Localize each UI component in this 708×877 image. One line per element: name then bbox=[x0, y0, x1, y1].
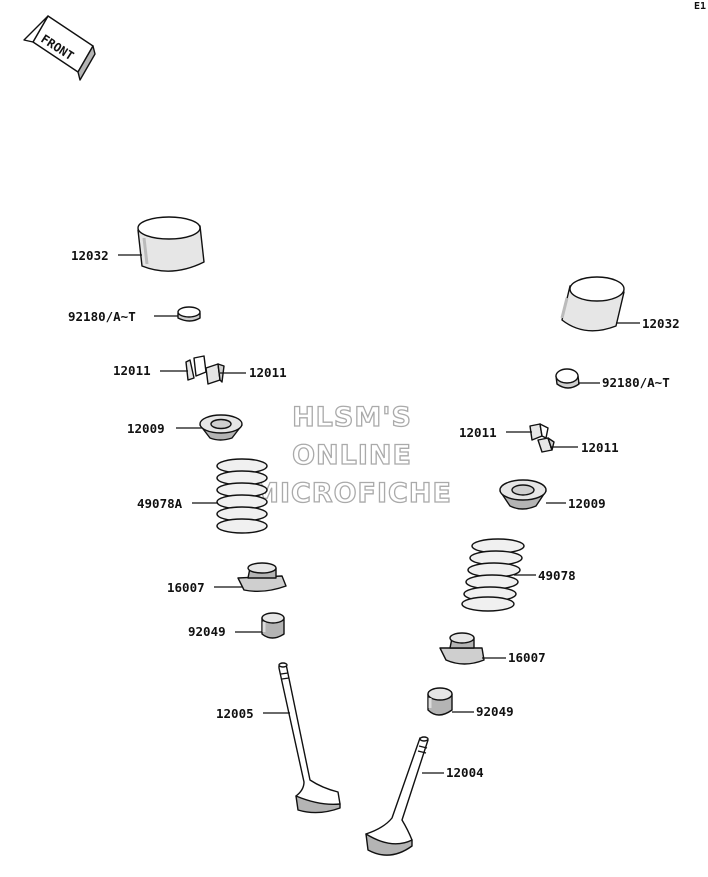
callout-seal-right: 92049 bbox=[476, 704, 514, 719]
callout-seal-left: 92049 bbox=[188, 624, 226, 639]
shim-right bbox=[555, 368, 580, 389]
callout-retainer-right: 12009 bbox=[568, 496, 606, 511]
stem-seal-left bbox=[261, 612, 285, 639]
exhaust-valve bbox=[278, 662, 341, 814]
callout-tappet-right: 12032 bbox=[642, 316, 680, 331]
callout-spring-right: 49078 bbox=[538, 568, 576, 583]
callout-keeper-right-b: 12011 bbox=[581, 440, 619, 455]
shim-left bbox=[177, 306, 201, 322]
callout-retainer-left: 12009 bbox=[127, 421, 165, 436]
watermark-line-3: MICROFICHE bbox=[252, 478, 452, 509]
valve-keepers-left bbox=[185, 355, 225, 385]
callout-keeper-left-a: 12011 bbox=[113, 363, 151, 378]
callout-shim-right: 92180/A~T bbox=[602, 375, 670, 390]
callout-keeper-right-a: 12011 bbox=[459, 425, 497, 440]
spring-retainer-left bbox=[199, 414, 243, 441]
spring-seat-left bbox=[237, 562, 287, 593]
callout-seat-right: 16007 bbox=[508, 650, 546, 665]
stem-seal-right bbox=[427, 687, 453, 716]
intake-valve bbox=[365, 736, 429, 856]
callout-spring-left: 49078A bbox=[137, 496, 183, 511]
valve-spring-left bbox=[216, 458, 268, 534]
valve-tappet-right bbox=[560, 276, 625, 332]
watermark: HLSM'S ONLINE MICROFICHE bbox=[251, 401, 452, 509]
valve-tappet-left bbox=[137, 216, 205, 272]
spring-seat-right bbox=[439, 632, 485, 665]
front-arrow-icon: FRONT bbox=[23, 15, 96, 81]
watermark-line-1: HLSM'S bbox=[292, 402, 412, 433]
leader-lines bbox=[118, 254, 640, 774]
watermark-line-2: ONLINE bbox=[292, 440, 412, 471]
callout-tappet-left: 12032 bbox=[71, 248, 109, 263]
valve-keepers-right bbox=[529, 423, 555, 453]
callout-labels: 12032 92180/A~T 12011 12011 12009 49078A… bbox=[68, 248, 680, 780]
callout-valve-exhaust: 12005 bbox=[216, 706, 254, 721]
valve-spring-right bbox=[461, 538, 525, 612]
spring-retainer-right bbox=[499, 479, 547, 510]
page-code: E1 bbox=[694, 1, 706, 12]
callout-keeper-left-b: 12011 bbox=[249, 365, 287, 380]
callout-seat-left: 16007 bbox=[167, 580, 205, 595]
callout-valve-intake: 12004 bbox=[446, 765, 484, 780]
callout-shim-left: 92180/A~T bbox=[68, 309, 136, 324]
